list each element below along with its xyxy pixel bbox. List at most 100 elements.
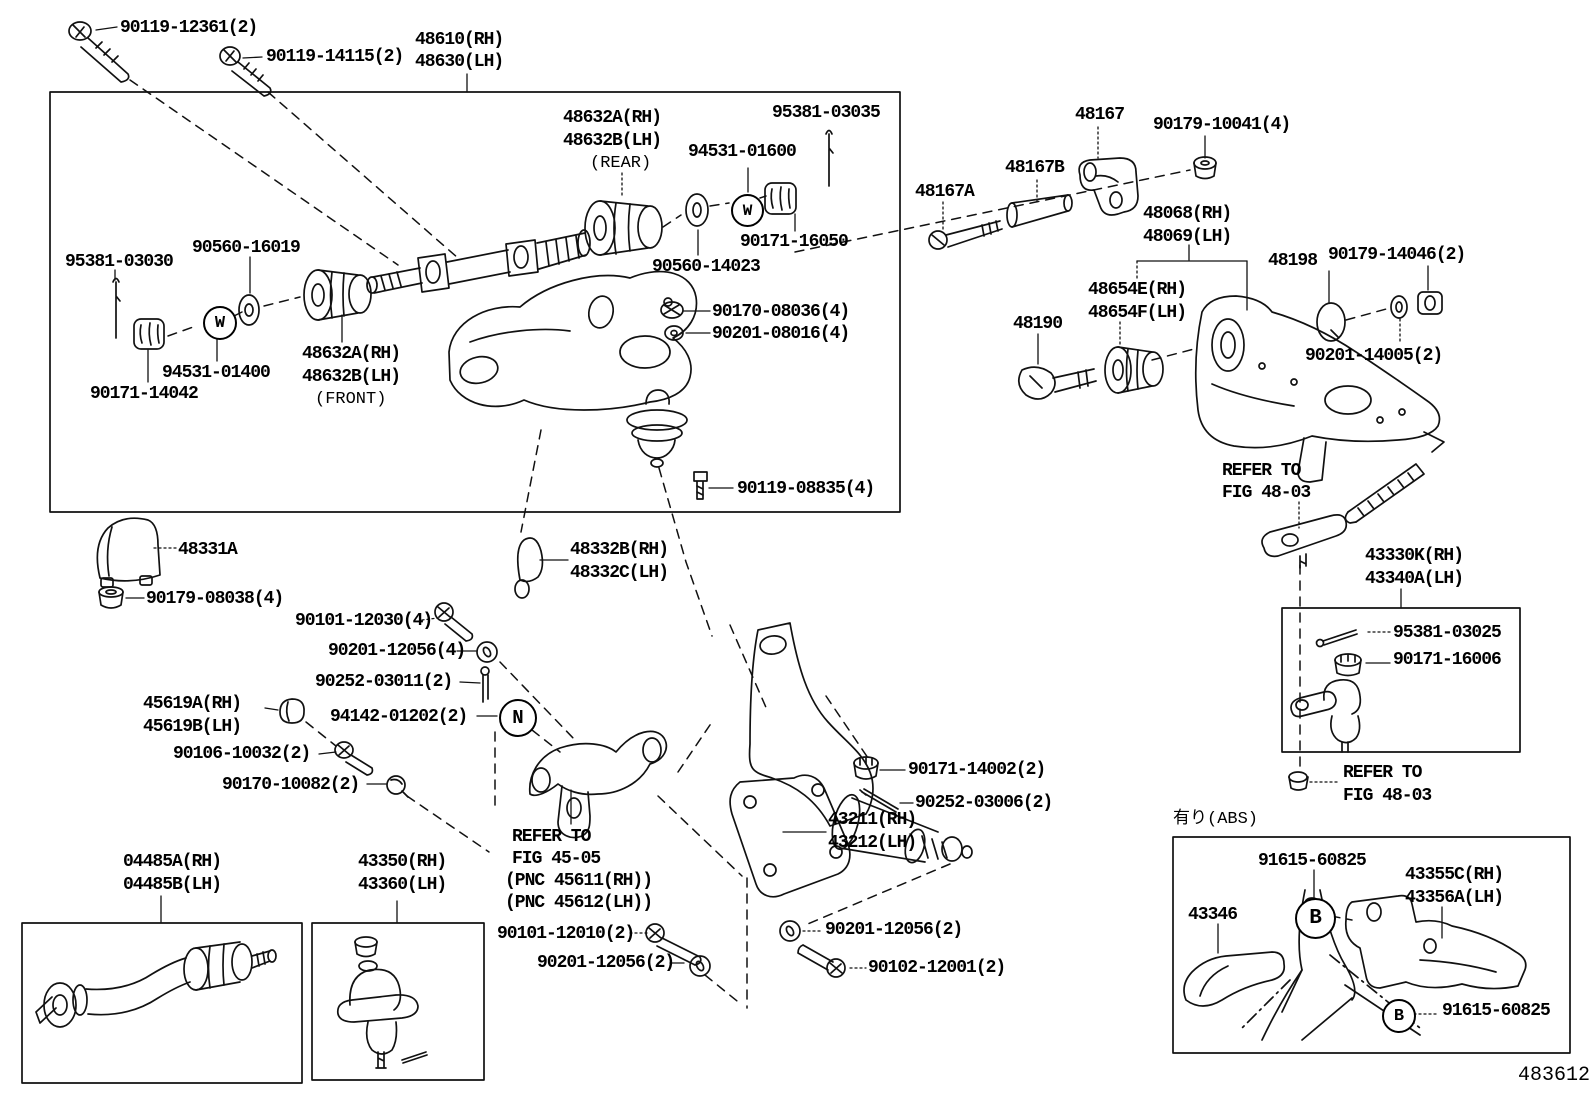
label-48654f: 48654F(LH) — [1088, 303, 1187, 323]
washer-90201-08016-icon — [664, 325, 684, 341]
label-refer-4505-line1: REFER TO — [512, 827, 591, 847]
clamp-48167 — [1078, 157, 1139, 216]
bolt-90119-08835-icon — [693, 471, 708, 500]
label-48167a: 48167A — [915, 182, 975, 202]
pin-95381-03030-icon — [112, 277, 121, 339]
bolt-90119-12361-icon — [68, 21, 130, 83]
box-abs — [1172, 836, 1571, 1054]
label-43330k: 43330K(RH) — [1365, 546, 1464, 566]
bolt-90101-12010-icon — [645, 923, 702, 966]
nut-90170-08036-icon — [660, 301, 684, 319]
label-43346: 43346 — [1188, 905, 1238, 925]
label-90106-10032: 90106-10032(2) — [173, 744, 311, 764]
label-90201-14005: 90201-14005(2) — [1305, 346, 1443, 366]
label-48198: 48198 — [1268, 251, 1318, 271]
bolt-90102-12001-icon — [797, 944, 846, 978]
label-48610-rh: 48610(RH) — [415, 30, 504, 50]
label-04485a: 04485A(RH) — [123, 852, 222, 872]
label-48630-lh: 48630(LH) — [415, 52, 504, 72]
pad-43346 — [1183, 951, 1286, 1007]
cotter-95381-03025-icon — [1315, 629, 1358, 648]
washer-90201-12056r-icon — [779, 920, 801, 942]
bushing-48632-rear — [584, 200, 663, 256]
washer-90201-12056l-icon — [689, 955, 711, 977]
label-43356a: 43356A(LH) — [1405, 888, 1504, 908]
label-43212: 43212(LH) — [828, 833, 917, 853]
label-refer-4803-top-line2: FIG 48-03 — [1222, 483, 1311, 503]
washer-90560-16019-icon — [238, 294, 260, 326]
label-refer-4803-top-line1: REFER TO — [1222, 461, 1301, 481]
link-04485 — [35, 941, 277, 1028]
label-48167b: 48167B — [1005, 158, 1065, 178]
label-90170-08036: 90170-08036(4) — [712, 302, 850, 322]
label-94531-01400: 94531-01400 — [162, 363, 271, 383]
label-90252-03006: 90252-03006(2) — [915, 793, 1053, 813]
label-48190: 48190 — [1013, 314, 1063, 334]
bolt-90119-14115-icon — [219, 46, 272, 97]
washer-mark-w-front: W — [203, 306, 237, 340]
label-90179-08038: 90179-08038(4) — [146, 589, 284, 609]
label-90171-14042: 90171-14042 — [90, 384, 199, 404]
cam-48198-icon — [1316, 302, 1346, 342]
label-90102-12001: 90102-12001(2) — [868, 958, 1006, 978]
nut-mark-n: N — [499, 699, 537, 737]
torsion-bar — [1344, 463, 1425, 524]
label-95381-03030: 95381-03030 — [65, 252, 174, 272]
box-43350 — [311, 922, 485, 1081]
label-90252-03011: 90252-03011(2) — [315, 672, 453, 692]
label-90201-12056-x4: 90201-12056(4) — [328, 641, 466, 661]
cotter-90252-03011-icon — [480, 666, 490, 703]
label-95381-03035: 95381-03035 — [772, 103, 881, 123]
label-48069: 48069(LH) — [1143, 227, 1232, 247]
bushing-48632-front — [303, 269, 372, 321]
boot-48332 — [514, 537, 544, 599]
bumper-48331a — [96, 517, 161, 588]
label-90101-12030: 90101-12030(4) — [295, 611, 433, 631]
label-48167: 48167 — [1075, 105, 1125, 125]
label-90179-10041: 90179-10041(4) — [1153, 115, 1291, 135]
label-48632b-front: 48632B(LH) — [302, 367, 401, 387]
bushing-48654-icon — [1104, 346, 1164, 394]
pin-48167b-icon — [1006, 194, 1073, 228]
label-91615-60825-top: 91615-60825 — [1258, 851, 1367, 871]
label-refer-4803-bottom-line2: FIG 48-03 — [1343, 786, 1432, 806]
label-48632b-rear: 48632B(LH) — [563, 131, 662, 151]
label-90201-08016: 90201-08016(4) — [712, 324, 850, 344]
nut-refer-4803-icon — [1288, 771, 1309, 791]
label-43340a: 43340A(LH) — [1365, 569, 1464, 589]
nut-90171-14002-icon — [853, 756, 879, 780]
label-48654e: 48654E(RH) — [1088, 280, 1187, 300]
label-pnc-45611: (PNC 45611(RH)) — [505, 871, 653, 891]
bolt-90106-10032-icon — [334, 741, 374, 776]
nut-90179-08038-icon — [98, 586, 124, 609]
washer-mark-w-rear: W — [731, 194, 764, 227]
nut-90179-10041-icon — [1193, 156, 1217, 180]
label-48332b: 48332B(RH) — [570, 540, 669, 560]
steering-knuckle-arm — [528, 730, 668, 839]
ballstud-90170-10082-icon — [386, 775, 409, 798]
label-94531-01600: 94531-01600 — [688, 142, 797, 162]
label-04485b: 04485B(LH) — [123, 875, 222, 895]
label-91615-60825-bottom: 91615-60825 — [1442, 1001, 1551, 1021]
label-90171-14002: 90171-14002(2) — [908, 760, 1046, 780]
dashed-lines — [129, 79, 1391, 1009]
label-48331a: 48331A — [178, 540, 238, 560]
label-90119-08835: 90119-08835(4) — [737, 479, 875, 499]
label-48068: 48068(RH) — [1143, 204, 1232, 224]
pin-95381-03035-icon — [825, 129, 834, 187]
label-48332c: 48332C(LH) — [570, 563, 669, 583]
label-90201-12056-right: 90201-12056(2) — [825, 920, 963, 940]
cotter-90252-03006-icon — [859, 788, 899, 813]
label-front-note: (FRONT) — [315, 390, 387, 409]
upper-arm-shaft — [366, 229, 591, 294]
label-pnc-45612: (PNC 45612(LH)) — [505, 893, 653, 913]
bracket-43355c — [1344, 894, 1527, 990]
balljoint-43350 — [336, 936, 428, 1069]
label-90201-12056-left: 90201-12056(2) — [537, 953, 675, 973]
label-95381-03025: 95381-03025 — [1393, 623, 1502, 643]
balljoint-43330k — [1290, 678, 1362, 753]
label-90560-14023: 90560-14023 — [652, 257, 761, 277]
label-45619b: 45619B(LH) — [143, 717, 242, 737]
